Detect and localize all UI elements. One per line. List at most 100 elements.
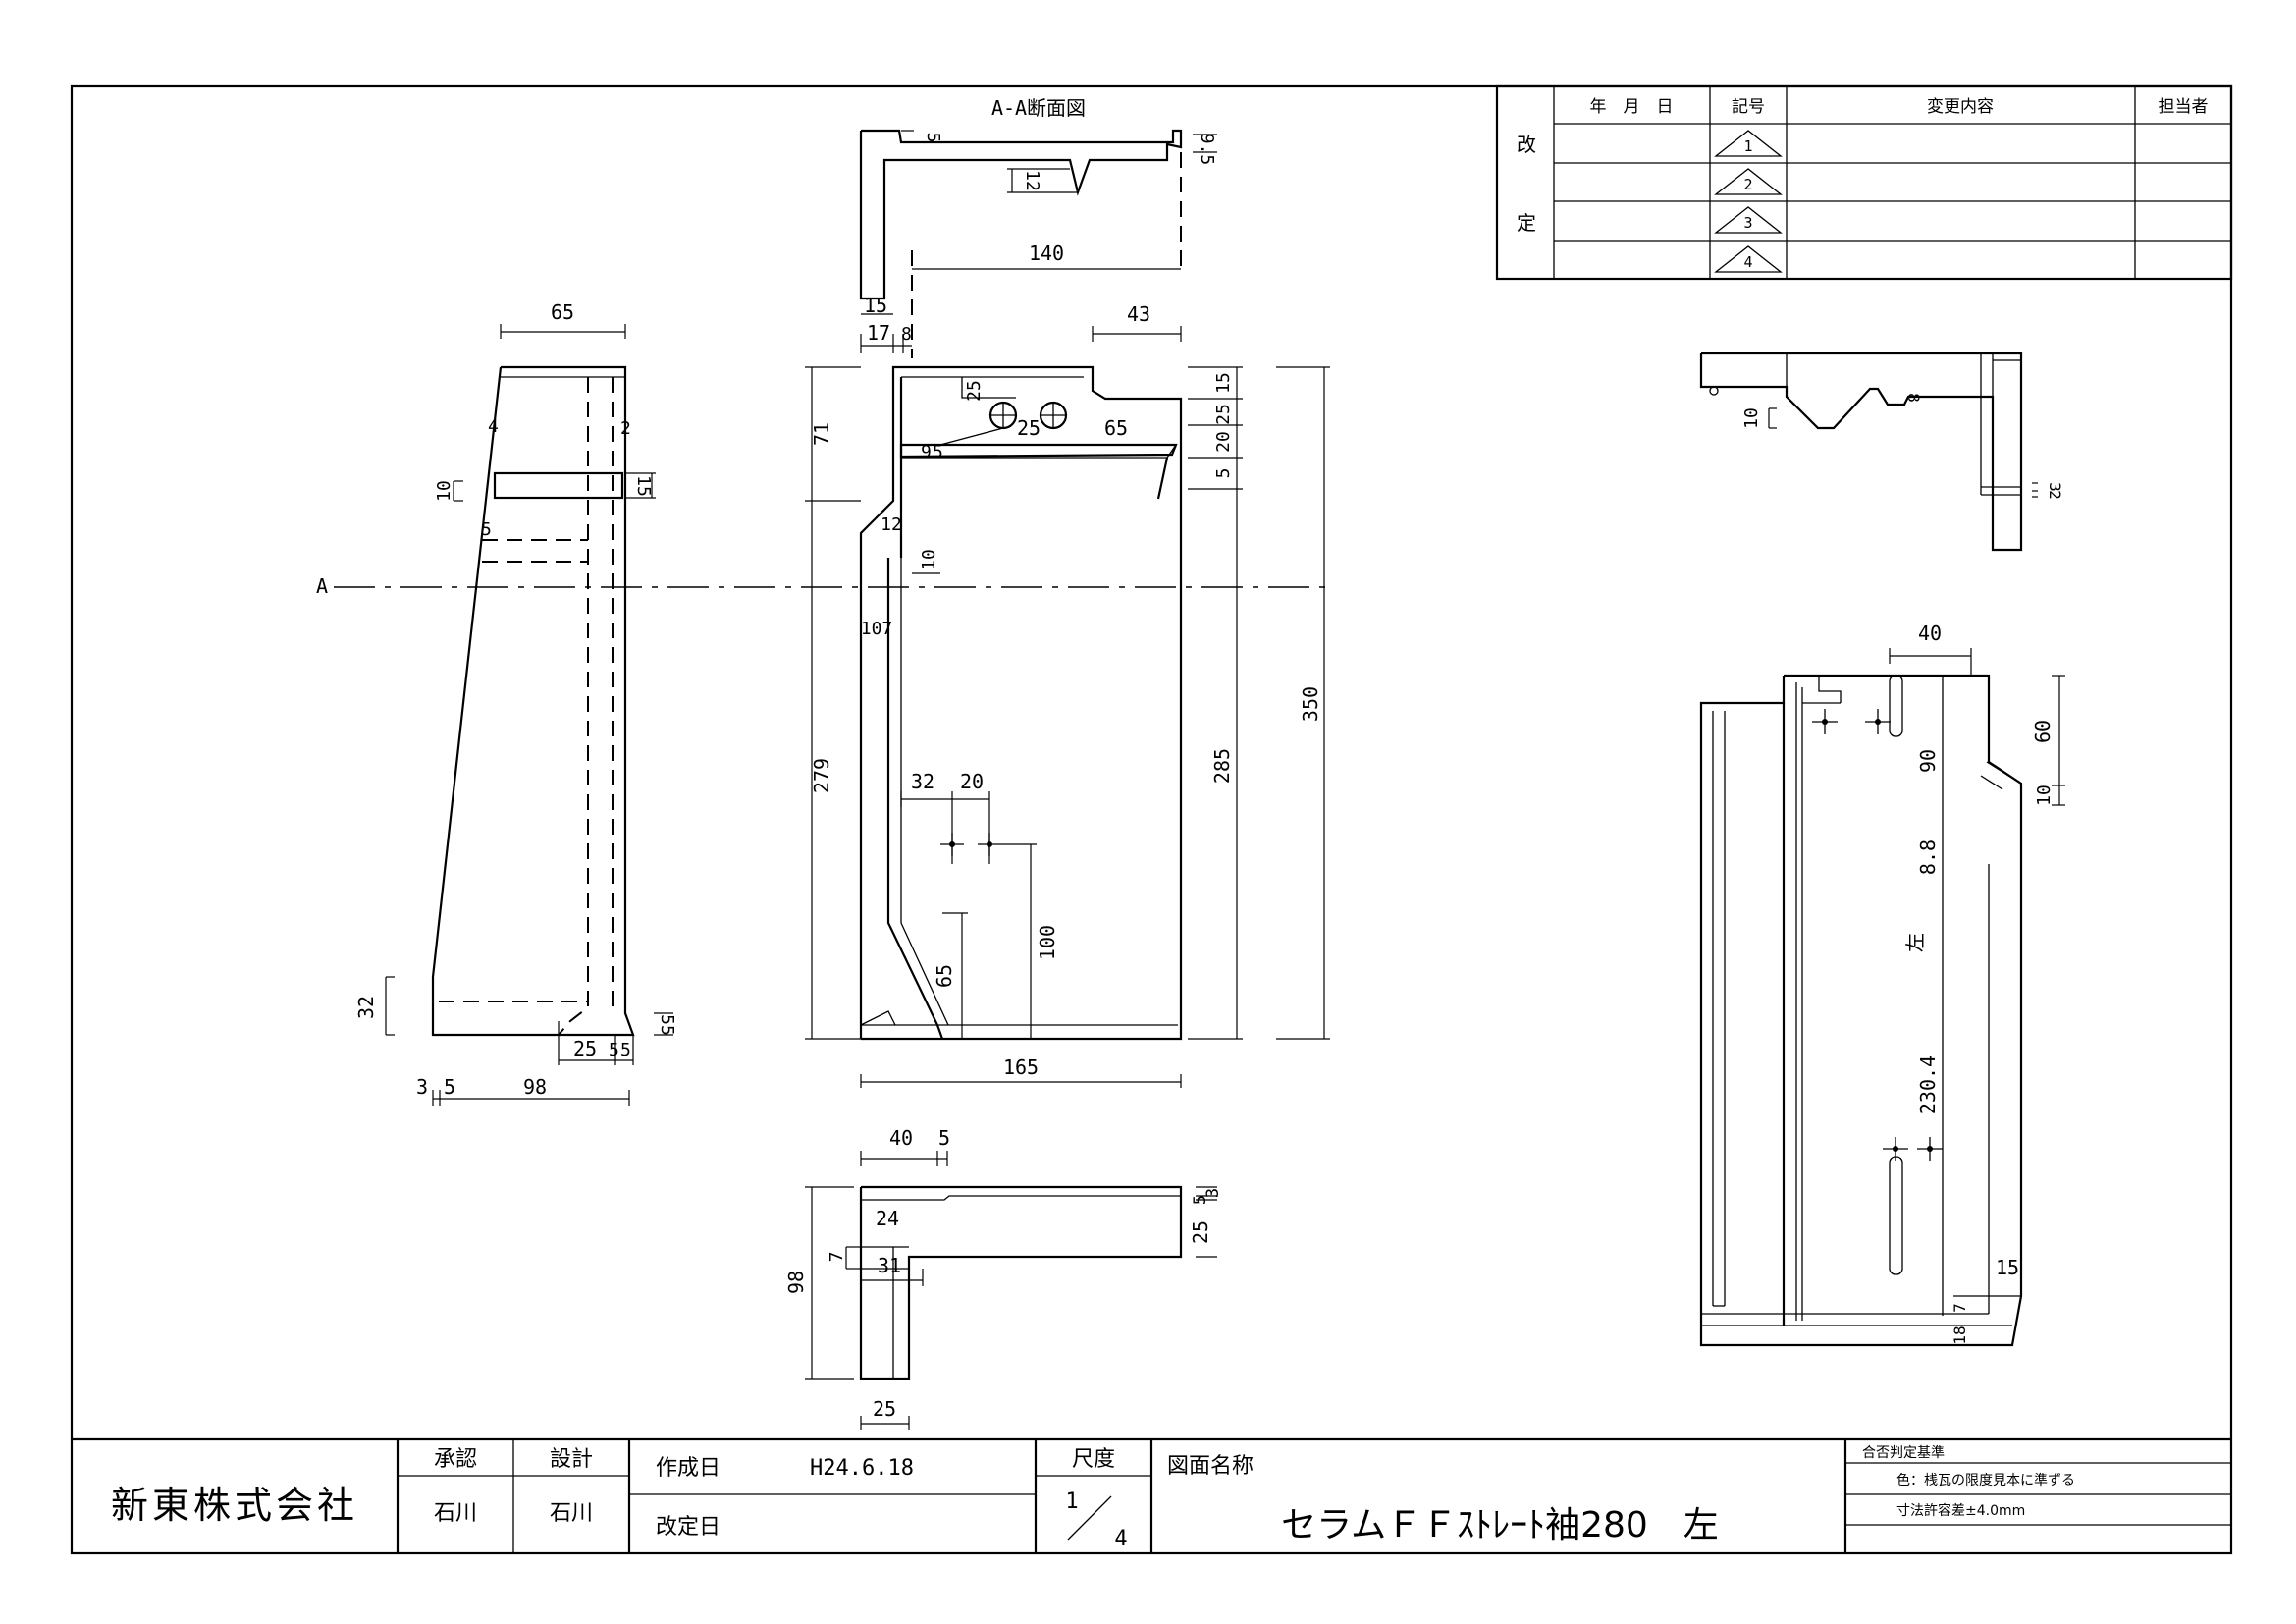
dim-label: 15 (633, 475, 654, 497)
dim-label: 25 (964, 380, 985, 402)
left-side-view: 65 4 2 10 15 5 32 55 25 5 5 3 5 98 (354, 300, 677, 1106)
dim-label: 10 (434, 480, 454, 502)
svg-text:1: 1 (1743, 137, 1752, 155)
dim-label: 5 (481, 519, 492, 540)
dim-label: 20 (1213, 431, 1234, 453)
dim-label: 5 (1191, 1195, 1210, 1205)
scale-numerator: 1 (1065, 1489, 1078, 1514)
dim-label: 230.4 (1916, 1056, 1940, 1114)
dim-label: 98 (523, 1075, 547, 1099)
dim-label: 5 (923, 133, 943, 143)
dim-label: 100 (1036, 925, 1059, 960)
dim-label: 4 (488, 416, 499, 437)
dim-label: 7 (1950, 1303, 1969, 1313)
dim-label: 350 (1299, 686, 1322, 722)
front-view: 43 71 25 25 65 9 5 15 25 20 5 12 10 107 … (805, 302, 1330, 1088)
dim-label: 5 (444, 1075, 455, 1099)
revised-label: 改定日 (656, 1515, 721, 1540)
created-label: 作成日 (656, 1456, 721, 1481)
dim-label: 15 (864, 294, 887, 317)
dim-label: 65 (1104, 416, 1128, 440)
revision-header-date: 年 月 日 (1590, 97, 1674, 117)
dim-label: 10 (1741, 407, 1762, 429)
dim-label: 25 (573, 1037, 597, 1060)
dim-label: 32 (354, 996, 378, 1019)
drawing-name-label: 図面名称 (1167, 1454, 1254, 1479)
approval-label: 承認 (434, 1447, 477, 1472)
revision-symbol: 3 (1714, 206, 1783, 234)
design-label: 設計 (550, 1447, 593, 1472)
revision-header-person: 担当者 (2159, 97, 2209, 117)
dim-label: 40 (889, 1126, 913, 1150)
dim-label: 285 (1210, 748, 1234, 784)
dim-label: 15 (1996, 1256, 2019, 1279)
right-view: 40 60 90 10 8.8 左 230.4 15 18 7 (1699, 622, 2065, 1347)
dim-label: 12 (881, 514, 902, 535)
section-view-aa: 5 9.5 12 140 15 17 8 (859, 129, 1217, 358)
dim-label: 10 (919, 549, 939, 570)
dim-label: 60 (2031, 720, 2055, 743)
title-block: 新東株式会社 承認 設計 石川 石川 作成日 H24.6.18 改定日 尺度 1… (72, 1437, 2231, 1553)
scale-denominator: 4 (1114, 1527, 1127, 1551)
dim-label: 5 (933, 442, 943, 462)
dim-label: 24 (876, 1207, 899, 1230)
revision-symbol: 4 (1714, 245, 1783, 273)
dim-label: 8 (901, 324, 912, 345)
dim-label: 165 (1003, 1056, 1039, 1079)
dim-label: 25 (1213, 404, 1234, 425)
dim-label: 3 (416, 1075, 428, 1099)
dim-label: 8 (1904, 393, 1923, 403)
dim-label: 140 (1029, 242, 1064, 265)
dim-label: 31 (878, 1254, 901, 1277)
criteria-color: 色：桟瓦の限度見本に準ずる (1896, 1472, 2075, 1489)
svg-text:3: 3 (1743, 214, 1752, 232)
dim-label: 3 (2046, 482, 2064, 492)
dim-label: 43 (1127, 302, 1150, 326)
dim-label: 25 (1189, 1220, 1212, 1244)
bottom-view: 40 5 24 5 3 25 7 31 98 25 (784, 1126, 1223, 1430)
dim-label: 65 (933, 964, 956, 988)
revision-header-content: 変更内容 (1927, 97, 1994, 117)
approver-name: 石川 (434, 1501, 477, 1526)
revision-header-symbol: 記号 (1732, 97, 1765, 117)
right-top-view: 10 8 3 2 (1699, 352, 2064, 552)
dim-label: 71 (810, 422, 833, 446)
designer-name: 石川 (550, 1501, 593, 1526)
svg-text:4: 4 (1743, 253, 1752, 271)
dim-label: 90 (1916, 749, 1940, 773)
dim-label: 9.5 (1197, 134, 1217, 166)
dim-label: 2 (620, 418, 631, 439)
drawing-name: セラムＦＦｽﾄﾚｰﾄ袖280 左 (1281, 1505, 1719, 1545)
dim-label: 65 (551, 300, 574, 324)
sheet-border (70, 84, 2233, 1555)
revision-symbol: 2 (1714, 168, 1783, 195)
scale-slash (1067, 1495, 1112, 1541)
revision-side-label: 改 (1517, 133, 1536, 156)
dim-label: 25 (873, 1397, 896, 1421)
dim-label: 32 (911, 770, 934, 793)
dim-label: 9 (921, 442, 932, 462)
dim-label: 10 (2034, 785, 2055, 806)
criteria-tolerance: 寸法許容差±4.0mm (1896, 1502, 2025, 1519)
dim-label: 55 (657, 1014, 677, 1036)
dim-label: 5 (609, 1040, 619, 1060)
dim-label: 3 (1203, 1188, 1223, 1198)
section-marker: A (316, 574, 328, 598)
dim-label: 12 (1022, 170, 1042, 191)
revision-symbol: 1 (1714, 130, 1783, 157)
dim-label: 5 (938, 1126, 950, 1150)
revision-side-label: 定 (1517, 211, 1536, 235)
dim-label: 40 (1918, 622, 1942, 645)
dim-label: 18 (1950, 1326, 1969, 1344)
dim-label: 5 (620, 1040, 631, 1060)
dim-label: 107 (861, 619, 893, 639)
dim-label: 279 (810, 758, 833, 793)
revision-table: 改 定 年 月 日 記号 変更内容 担当者 1 2 3 4 (1495, 84, 2233, 281)
dim-label: 17 (867, 321, 890, 345)
section-line-a: A (316, 574, 1330, 598)
company-name: 新東株式会社 (111, 1484, 358, 1527)
created-date: H24.6.18 (810, 1456, 914, 1481)
dim-label: 2 (2046, 490, 2064, 500)
svg-text:2: 2 (1743, 176, 1752, 193)
